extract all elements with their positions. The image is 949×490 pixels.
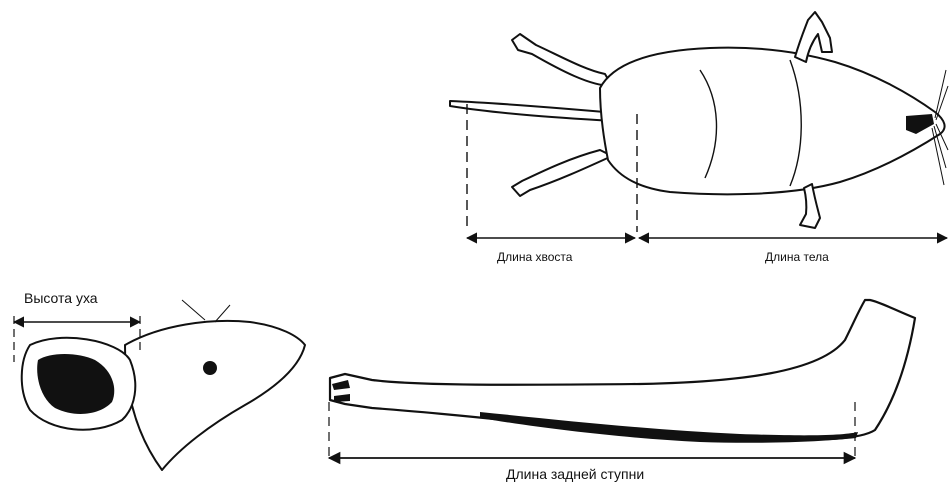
rodent-top-view bbox=[450, 12, 948, 228]
body-length-label: Длина тела bbox=[765, 250, 829, 264]
hind-foot bbox=[330, 300, 915, 443]
lower-front-leg bbox=[800, 184, 820, 228]
tail-length-label: Длина хвоста bbox=[497, 250, 572, 264]
upper-front-leg bbox=[795, 12, 832, 62]
head-whisker bbox=[182, 300, 230, 322]
body bbox=[600, 48, 945, 195]
head-outline bbox=[125, 321, 305, 470]
lower-hind-leg bbox=[512, 150, 612, 196]
foot-outline bbox=[330, 300, 915, 440]
hind-foot-length-label: Длина задней ступни bbox=[506, 466, 644, 482]
rodent-head bbox=[22, 300, 305, 470]
eye bbox=[203, 361, 217, 375]
upper-hind-leg bbox=[512, 34, 612, 86]
ear-height-label: Высота уха bbox=[24, 290, 98, 306]
